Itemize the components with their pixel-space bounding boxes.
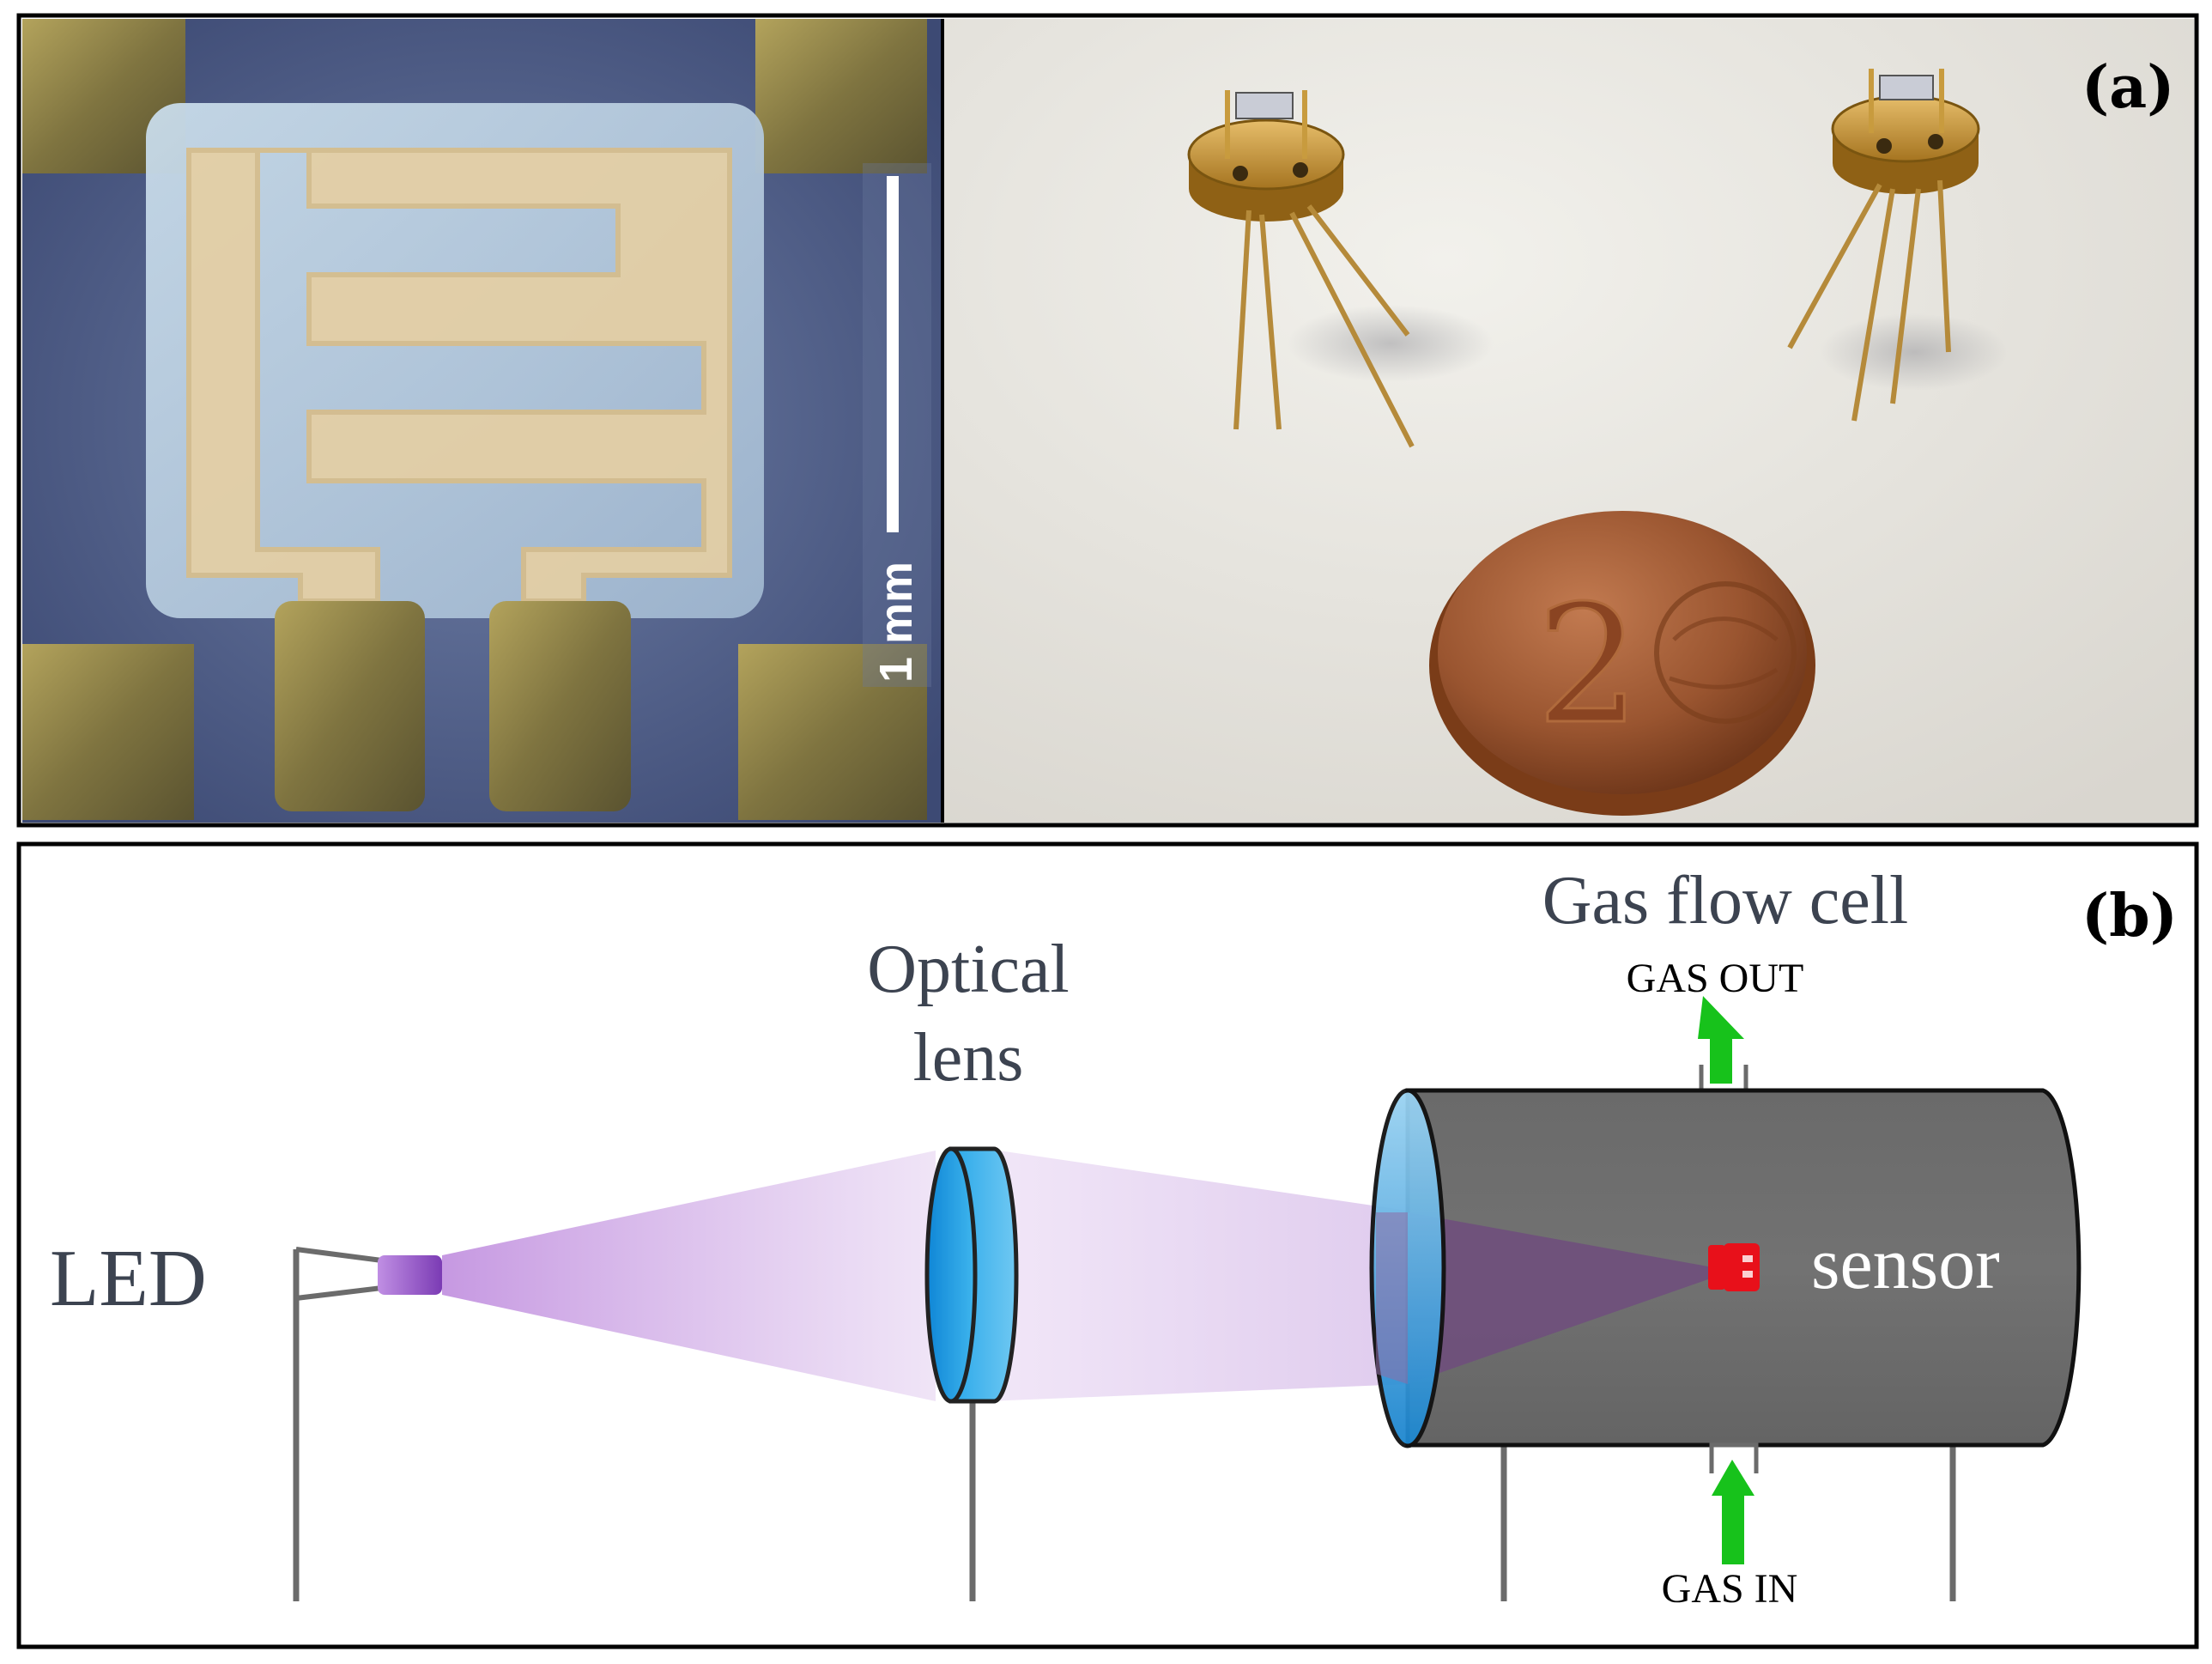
focused-beam-window: [1376, 1212, 1408, 1384]
sensor-device: [1708, 1243, 1760, 1291]
contact-pad-top-right: [755, 19, 927, 173]
lens-label-line1: Optical: [867, 932, 1069, 1007]
sensor-label: sensor: [1811, 1222, 2000, 1304]
panel-b-label: (b): [2082, 882, 2178, 950]
gas-in-arrow: [1712, 1460, 1754, 1564]
focused-beam: [1408, 1212, 1708, 1384]
led-source: [378, 1255, 442, 1295]
to-package-right: [1787, 69, 2009, 422]
two-cent-coin: 2: [1429, 511, 1815, 816]
contact-pad-bottom-4: [738, 644, 927, 820]
light-beam-lens-to-cell: [987, 1149, 1408, 1401]
to-package-left: [1187, 90, 1494, 448]
gas-out-arrow: [1698, 996, 1744, 1084]
led-assembly: LED: [50, 1234, 442, 1601]
contact-pad-bottom-1: [22, 644, 194, 820]
gas-flow-cell-assembly: Gas flow cell GAS OUT GAS IN: [1369, 863, 2082, 1612]
gas-in-label: GAS IN: [1662, 1566, 1798, 1612]
contact-pad-bottom-3: [489, 601, 631, 811]
light-beam-led-to-lens: [442, 1151, 936, 1401]
panel-a: 1 mm: [16, 13, 2199, 828]
gas-flow-cell-label: Gas flow cell: [1542, 863, 1909, 938]
sensor-package-photo: 2 (a): [944, 19, 2194, 823]
optical-lens-assembly: Optical lens: [867, 932, 1070, 1601]
contact-pad-bottom-2: [275, 601, 425, 811]
panel-b: (b) LED Optical lens Gas flow cell GAS O…: [16, 841, 2199, 1649]
coin-numeral: 2: [1536, 570, 1640, 760]
led-label: LED: [50, 1234, 207, 1323]
lens-label-line2: lens: [913, 1020, 1024, 1096]
sensor-micrograph: 1 mm: [22, 19, 944, 823]
sensing-film: [146, 103, 764, 618]
gas-in-port: [1709, 1442, 1759, 1473]
panel-a-label: (a): [2082, 53, 2174, 122]
optical-lens: [924, 1146, 978, 1404]
scale-bar-label: 1 mm: [870, 562, 922, 683]
gas-out-label: GAS OUT: [1627, 956, 1804, 1001]
